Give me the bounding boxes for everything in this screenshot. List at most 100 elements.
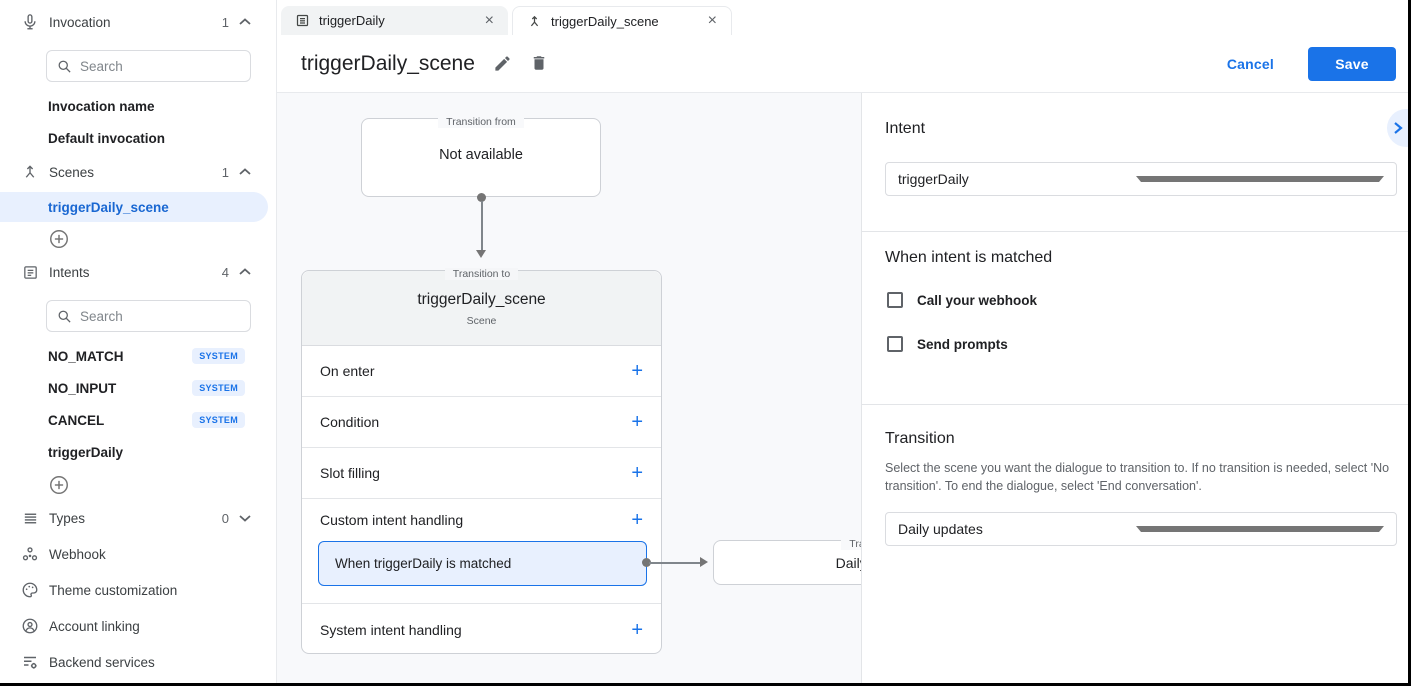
row-label: Condition [320, 414, 380, 430]
add-intent-button[interactable] [48, 474, 70, 496]
sidebar-item-triggerdaily[interactable]: triggerDaily [48, 444, 124, 460]
intents-count: 4 [221, 264, 229, 280]
sidebar-item-no-input[interactable]: NO_INPUT [48, 380, 117, 396]
transition-description: Select the scene you want the dialogue t… [885, 461, 1390, 493]
search-icon [57, 59, 72, 74]
sidebar-item-backend-services[interactable]: Backend services [0, 648, 277, 676]
tab-bar: triggerDaily × triggerDaily_scene × [277, 0, 1411, 35]
call-webhook-checkbox-row[interactable]: Call your webhook [887, 292, 1037, 308]
scene-card-title: triggerDaily_scene [417, 291, 546, 308]
tab-label: triggerDaily [319, 13, 385, 28]
delete-icon[interactable] [530, 54, 550, 74]
sidebar-item-label: Theme customization [49, 582, 178, 598]
add-system-intent-button[interactable]: + [631, 618, 643, 641]
sidebar-section-intents[interactable]: Intents 4 [0, 258, 277, 286]
send-prompts-checkbox-row[interactable]: Send prompts [887, 336, 1008, 352]
row-label: Slot filling [320, 465, 380, 481]
chevron-down-icon[interactable] [239, 514, 251, 522]
add-scene-button[interactable] [48, 228, 70, 250]
system-badge: SYSTEM [192, 380, 245, 396]
sidebar-item-label: Backend services [49, 654, 155, 670]
scene-icon [527, 14, 542, 29]
intents-search-input[interactable] [80, 308, 220, 324]
account-icon [20, 616, 40, 636]
scene-row-slot-filling: Slot filling + [302, 448, 661, 499]
scene-header: triggerDaily_scene Cancel Save [277, 35, 1411, 93]
add-condition-button[interactable]: + [631, 411, 643, 433]
transition-from-legend: Transition from [362, 112, 600, 130]
transition-dropdown-value: Daily updates [898, 521, 983, 537]
sidebar-item-invocation-name[interactable]: Invocation name [48, 98, 155, 114]
sidebar-item-theme-customization[interactable]: Theme customization [0, 576, 277, 604]
checkbox-label: Call your webhook [917, 292, 1038, 308]
scene-card: Transition to triggerDaily_scene Scene O… [301, 268, 662, 655]
dropdown-caret-icon [1136, 176, 1384, 182]
intent-dropdown[interactable]: triggerDaily [885, 162, 1397, 196]
row-label: System intent handling [320, 621, 462, 638]
checkbox-unchecked-icon[interactable] [887, 292, 903, 308]
sidebar-item-label: Webhook [49, 546, 106, 562]
tab-triggerdaily-scene[interactable]: triggerDaily_scene × [512, 6, 732, 35]
sidebar-item-account-linking[interactable]: Account linking [0, 612, 277, 640]
sidebar-item-cancel[interactable]: CANCEL [48, 412, 105, 428]
panel-divider [862, 404, 1411, 405]
transition-heading: Transition [885, 430, 955, 447]
intents-search[interactable] [46, 300, 251, 332]
close-icon[interactable]: × [707, 12, 717, 29]
row-label: Custom intent handling [320, 512, 464, 528]
checkbox-label: Send prompts [917, 336, 1008, 352]
sidebar-section-label: Types [49, 510, 86, 526]
add-custom-intent-button[interactable]: + [631, 509, 643, 531]
microphone-icon [20, 12, 40, 32]
save-button[interactable]: Save [1308, 46, 1396, 81]
add-slot-filling-button[interactable]: + [631, 462, 643, 484]
main-area: triggerDaily × triggerDaily_scene × trig… [277, 0, 1411, 686]
sidebar-section-invocation[interactable]: Invocation 1 [0, 8, 277, 36]
cancel-button[interactable]: Cancel [1226, 55, 1274, 72]
backend-services-icon [20, 652, 40, 672]
matched-intent-label: When triggerDaily is matched [335, 556, 512, 571]
transition-target-label: Daily updates [835, 554, 861, 571]
invocation-search-input[interactable] [80, 58, 220, 74]
scene-row-on-enter: On enter + [302, 346, 661, 397]
sidebar-item-default-invocation[interactable]: Default invocation [48, 130, 166, 146]
matched-intent-box[interactable]: When triggerDaily is matched [318, 541, 647, 586]
chevron-up-icon[interactable] [239, 168, 251, 176]
sidebar-item-webhook[interactable]: Webhook [0, 540, 277, 568]
types-count: 0 [221, 510, 229, 526]
tab-label: triggerDaily_scene [551, 13, 659, 29]
when-intent-matched-heading: When intent is matched [885, 249, 1053, 266]
add-on-enter-button[interactable]: + [631, 360, 643, 382]
chevron-up-icon[interactable] [239, 18, 251, 26]
system-badge: SYSTEM [192, 348, 245, 364]
types-icon [20, 508, 40, 528]
collapse-panel-button[interactable] [1387, 109, 1411, 147]
selected-scene-label: triggerDaily_scene [48, 199, 169, 215]
transition-dropdown[interactable]: Daily updates [885, 512, 1397, 546]
sidebar-section-label: Scenes [49, 164, 95, 180]
webhook-icon [20, 544, 40, 564]
sidebar-item-triggerdaily-scene-selected[interactable]: triggerDaily_scene [0, 192, 268, 222]
scene-row-condition: Condition + [302, 397, 661, 448]
transition-target-box[interactable]: Transition to Daily updates [713, 538, 861, 585]
invocation-search[interactable] [46, 50, 251, 82]
close-icon[interactable]: × [484, 11, 494, 29]
intent-heading: Intent [885, 120, 926, 137]
checkbox-unchecked-icon[interactable] [887, 336, 903, 352]
edit-icon[interactable] [493, 54, 513, 74]
scene-row-system-intent-handling: System intent handling + [302, 604, 661, 655]
dropdown-caret-icon [1136, 526, 1384, 532]
chevron-up-icon[interactable] [239, 268, 251, 276]
sidebar-section-label: Invocation [49, 14, 111, 30]
page-title: triggerDaily_scene [301, 51, 475, 75]
scene-card-legend: Transition to [302, 264, 661, 282]
tab-triggerdaily[interactable]: triggerDaily × [281, 6, 508, 35]
sidebar-section-label: Intents [49, 264, 90, 280]
window-edge-right [1408, 0, 1411, 686]
palette-icon [20, 580, 40, 600]
intent-dropdown-value: triggerDaily [898, 171, 969, 187]
sidebar-section-types[interactable]: Types 0 [0, 504, 277, 532]
sidebar-section-scenes[interactable]: Scenes 1 [0, 158, 277, 186]
sidebar-item-no-match[interactable]: NO_MATCH [48, 348, 124, 364]
